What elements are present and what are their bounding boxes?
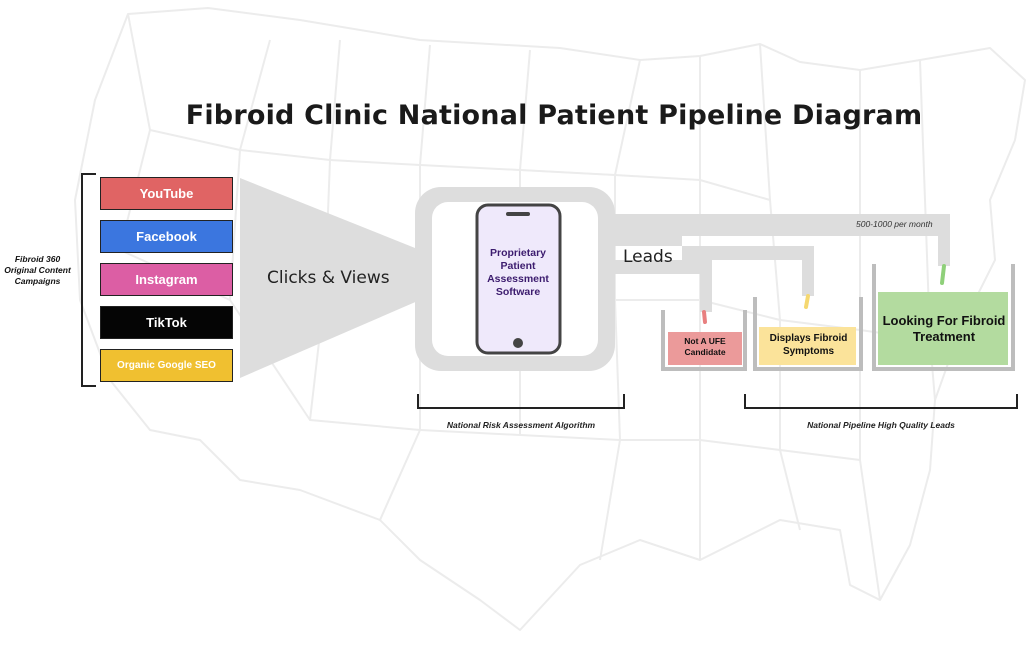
campaigns-label: Fibroid 360 Original Content Campaigns [4, 254, 71, 286]
channel-youtube: YouTube [100, 177, 233, 210]
channel-facebook: Facebook [100, 220, 233, 253]
algorithm-bracket [417, 394, 625, 409]
drip-red [702, 310, 707, 324]
pipe-middle-drop [802, 246, 814, 296]
pipe-bottom [606, 260, 712, 312]
rate-note: 500-1000 per month [856, 219, 933, 229]
phone-icon [475, 203, 562, 355]
funnel-label: Clicks & Views [267, 268, 390, 288]
campaigns-bracket [81, 173, 96, 387]
phone-speaker [506, 212, 530, 216]
pipe-top [606, 214, 950, 246]
channel-tiktok: TikTok [100, 306, 233, 339]
pipe-middle [682, 246, 814, 260]
pipe-top-drop [938, 214, 950, 266]
bucket-label-not-candidate: Not A UFE Candidate [684, 336, 726, 357]
outcome-buckets [661, 264, 1015, 371]
diagram-title: Fibroid Clinic National Patient Pipeline… [185, 100, 923, 131]
bucket-label-treatment: Looking For Fibroid Treatment [882, 313, 1006, 344]
leads-label: Leads [623, 247, 673, 267]
high-quality-bracket-label: National Pipeline High Quality Leads [807, 420, 955, 430]
software-label: Proprietary Patient Assessment Software [487, 247, 549, 298]
high-quality-bracket [744, 394, 1018, 409]
channel-organic-seo: Organic Google SEO [100, 349, 233, 382]
channel-instagram: Instagram [100, 263, 233, 296]
drip-yellow [804, 294, 810, 309]
drip-green [940, 264, 946, 285]
lead-pipes [606, 214, 950, 312]
algorithm-bracket-label: National Risk Assessment Algorithm [446, 420, 596, 430]
lead-drips [702, 264, 946, 324]
traffic-funnel [240, 178, 420, 378]
bucket-label-symptoms: Displays Fibroid Symptoms [769, 333, 848, 357]
phone-home-button [513, 338, 523, 348]
